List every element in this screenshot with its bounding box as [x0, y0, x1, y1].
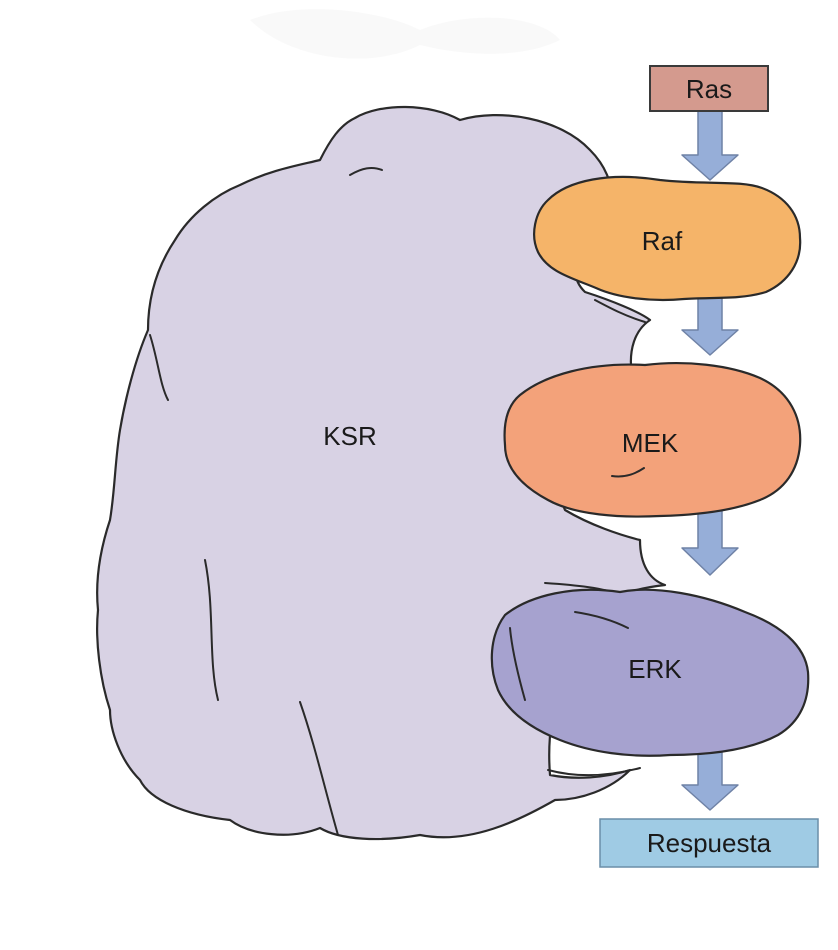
background-smudge: [250, 9, 560, 59]
mek-shape: [503, 362, 802, 518]
arrow-shape: [681, 109, 739, 181]
erk-node: ERK: [490, 588, 810, 757]
ksr-crease: [594, 299, 646, 323]
ksr-crease: [299, 701, 339, 836]
mek-label: MEK: [622, 428, 679, 458]
ksr-label: KSR: [323, 421, 376, 451]
erk-shape: [490, 588, 810, 757]
ras-node: Ras: [649, 65, 769, 112]
respuesta-node: Respuesta: [599, 818, 819, 868]
raf-label: Raf: [642, 226, 683, 256]
arrow-shape: [681, 509, 739, 576]
erk-label: ERK: [628, 654, 682, 684]
ras-box: [649, 65, 769, 112]
raf-node: Raf: [533, 175, 802, 302]
mek-node: MEK: [503, 362, 802, 518]
erk-crease: [574, 611, 629, 629]
erk-crease: [509, 627, 526, 701]
ksr-crease: [547, 767, 641, 777]
mek-crease: [611, 467, 645, 478]
ksr-crease: [349, 166, 383, 176]
ras-label: Ras: [686, 74, 732, 104]
respuesta-label: Respuesta: [647, 828, 772, 858]
ksr-crease: [204, 559, 219, 701]
raf-shape: [533, 175, 802, 302]
respuesta-box: [599, 818, 819, 868]
ksr-crease: [149, 334, 169, 401]
arrow-mek-erk: [681, 509, 739, 576]
arrow-ras-raf: [681, 109, 739, 181]
